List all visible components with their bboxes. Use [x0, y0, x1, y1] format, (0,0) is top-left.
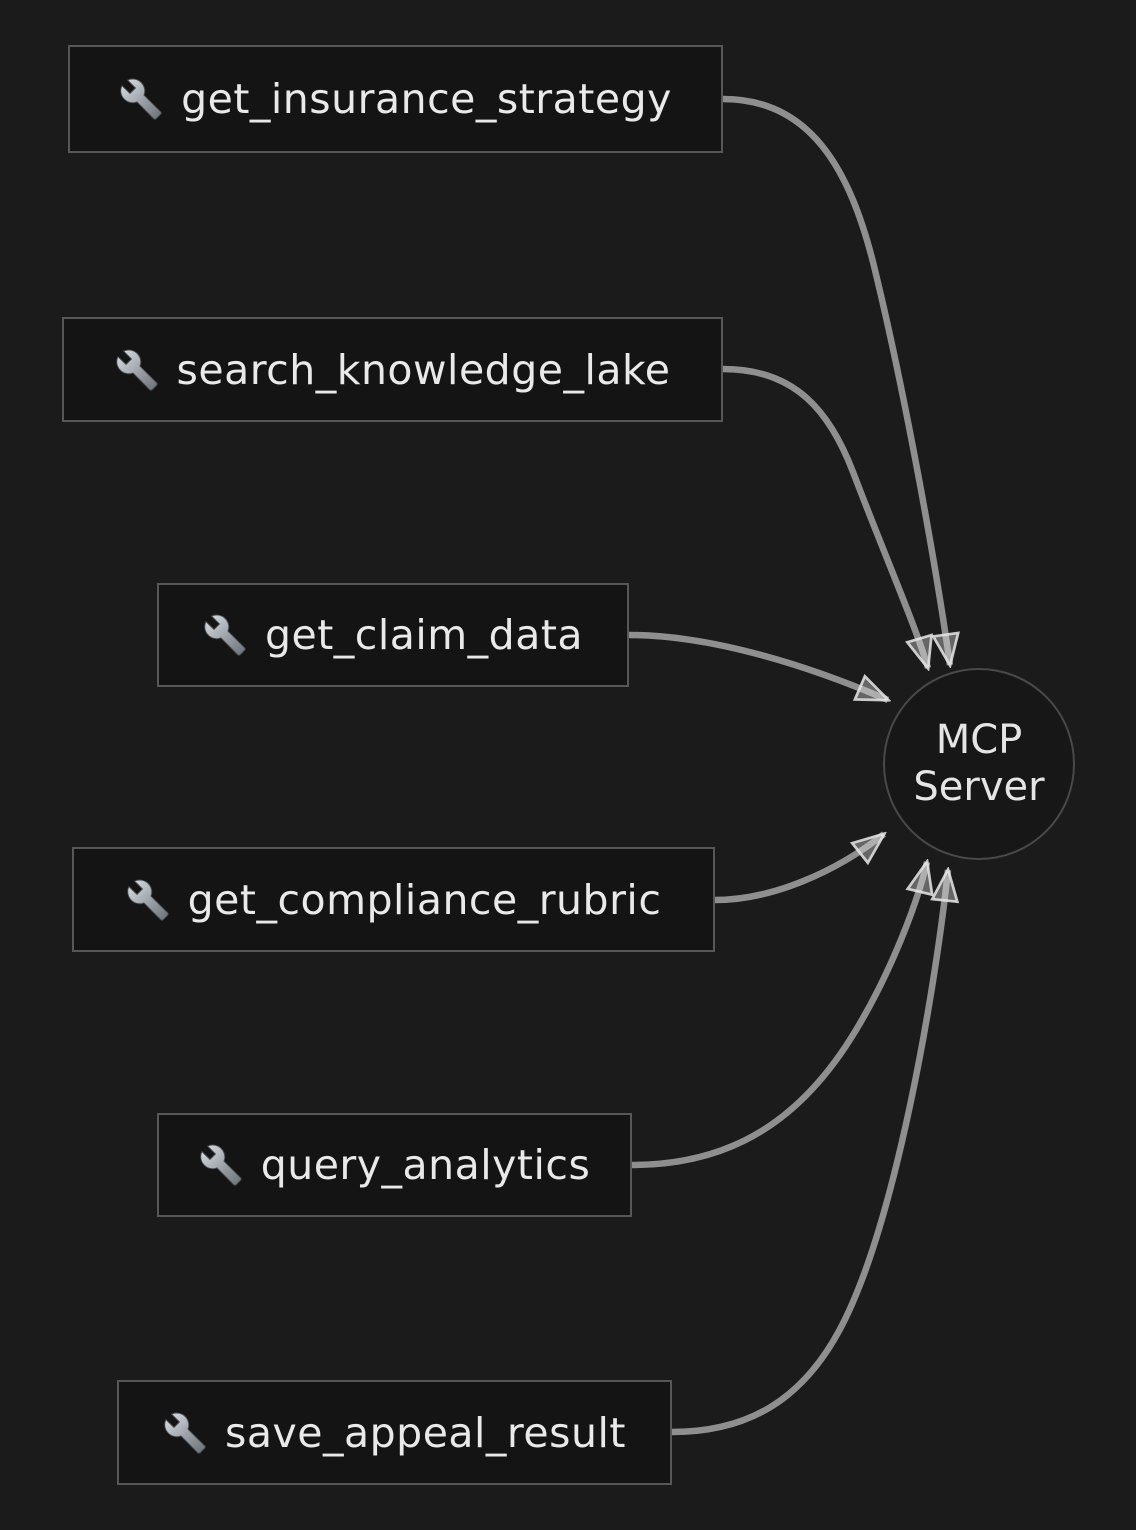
edge-get-insurance-strategy-to-mcp [722, 95, 950, 665]
tool-label: get_claim_data [264, 611, 584, 659]
tool-label: search_knowledge_lake [176, 345, 671, 394]
wrench-icon [203, 613, 247, 657]
server-node-mcp: MCP Server [883, 668, 1075, 860]
tool-label: get_insurance_strategy [181, 75, 672, 123]
tool-node-search-knowledge-lake: search_knowledge_lake [62, 317, 723, 422]
tool-node-get-compliance-rubric: get_compliance_rubric [72, 847, 715, 952]
wrench-icon [115, 348, 159, 392]
tool-node-save-appeal-result: save_appeal_result [117, 1380, 672, 1485]
server-label-line1: MCP [935, 717, 1023, 764]
edge-save-appeal-result-to-mcp [671, 870, 948, 1436]
edge-search-knowledge-lake-to-mcp [722, 365, 928, 668]
edge-get-claim-data-to-mcp [628, 631, 888, 703]
tool-node-query-analytics: query_analytics [157, 1113, 632, 1217]
wrench-icon [126, 878, 170, 922]
tool-node-get-insurance-strategy: get_insurance_strategy [68, 45, 723, 153]
edge-get-compliance-rubric-to-mcp [714, 834, 884, 904]
server-label-line2: Server [913, 764, 1045, 810]
tool-label: save_appeal_result [225, 1408, 626, 1457]
wrench-icon [199, 1143, 243, 1187]
wrench-icon [163, 1411, 207, 1455]
tool-label: get_compliance_rubric [187, 875, 662, 924]
tool-node-get-claim-data: get_claim_data [157, 583, 629, 687]
wrench-icon [119, 77, 163, 121]
tool-label: query_analytics [260, 1141, 591, 1189]
